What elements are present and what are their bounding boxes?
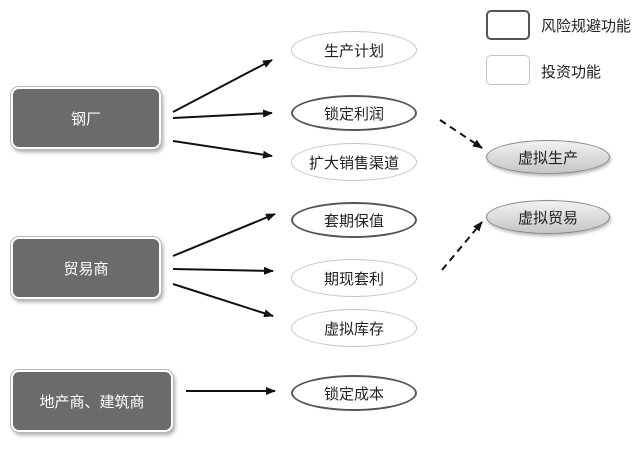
arrow-trader-to-hedge-value: [172, 213, 276, 257]
participant-trader: 贸易商: [10, 236, 162, 300]
function-hedge-value: 套期保值: [291, 202, 417, 238]
virtual-trade: 虚拟贸易: [486, 200, 610, 234]
arrow-steel-to-production-plan: [172, 59, 273, 113]
participant-real-estate: 地产商、建筑商: [10, 369, 174, 433]
virtual-production: 虚拟生产: [486, 140, 610, 174]
legend-swatch-hedge: [486, 10, 530, 40]
function-futures-arbitrage: 期现套利: [291, 259, 417, 297]
legend-swatch-invest: [486, 55, 530, 85]
participant-steel-mill: 钢厂: [10, 86, 162, 150]
function-expand-sales: 扩大销售渠道: [291, 143, 417, 181]
arrow-trader-to-futures-arbitrage: [172, 266, 274, 275]
legend-label-invest: 投资功能: [541, 63, 602, 81]
arrow-steel-to-expand-sales: [172, 140, 273, 159]
dashed-arrow-lock-profit-to-virtual-production: [439, 119, 483, 149]
function-lock-profit: 锁定利润: [291, 95, 417, 131]
legend-label-hedge: 风险规避功能: [541, 17, 632, 35]
arrow-trader-to-virtual-inventory: [172, 283, 274, 318]
function-virtual-inventory: 虚拟库存: [291, 309, 417, 347]
function-lock-cost: 锁定成本: [291, 375, 417, 411]
arrow-steel-to-lock-profit: [172, 109, 273, 119]
dashed-arrow-arbitrage-to-virtual-trade: [441, 221, 483, 271]
function-production-plan: 生产计划: [291, 31, 417, 69]
